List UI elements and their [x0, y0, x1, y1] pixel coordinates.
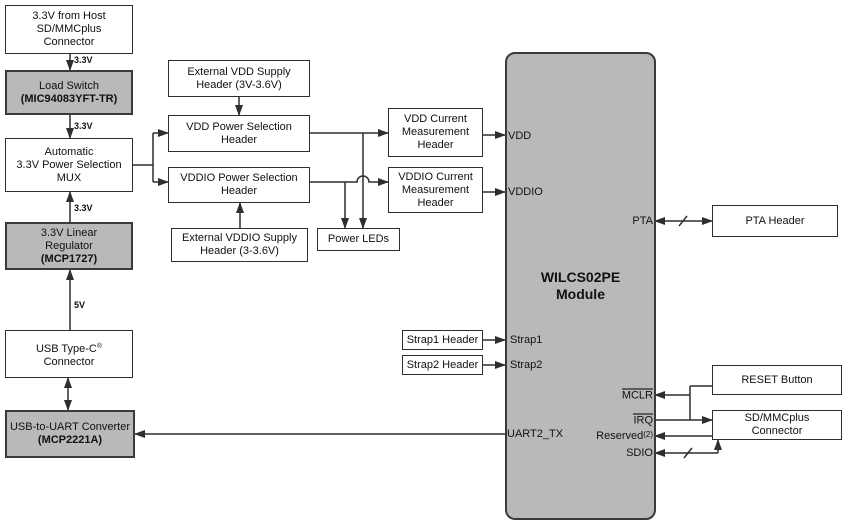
- pin-strap2: Strap2: [510, 359, 543, 371]
- box-label: USB Type-C®: [35, 342, 103, 355]
- box-label: VDDIO Power Selection Header: [180, 172, 298, 197]
- pin-mclr: MCLR: [621, 388, 653, 402]
- wire-label-3v3: 3.3V: [74, 121, 93, 131]
- part-number: (MIC94083YFT-TR): [20, 92, 118, 105]
- box-label: Connector: [43, 355, 95, 368]
- box-label: PTA Header: [745, 214, 805, 227]
- box-linear-regulator: 3.3V Linear Regulator (MCP1727): [5, 222, 133, 270]
- box-host-connector: 3.3V from Host SD/MMCplus Connector: [5, 5, 133, 54]
- box-strap1-header: Strap1 Header: [402, 330, 483, 350]
- box-reset-button: RESET Button: [712, 365, 842, 395]
- box-vddio-power-selection: VDDIO Power Selection Header: [168, 167, 310, 203]
- pin-sdio: SDIO: [626, 447, 653, 459]
- box-label: SD/MMCplus Connector: [744, 412, 810, 437]
- module-title: WILCS02PE Module: [540, 269, 621, 302]
- wire-vddio-rail: [310, 175, 389, 186]
- box-label: Power LEDs: [327, 233, 390, 245]
- box-ext-vddio-header: External VDDIO Supply Header (3-3.6V): [171, 228, 308, 262]
- box-label: VDD Power Selection Header: [186, 120, 292, 146]
- bus-slash-icon: [678, 215, 688, 227]
- bus-slash-icon: [683, 447, 693, 459]
- box-power-leds: Power LEDs: [317, 228, 400, 251]
- wilcs02pe-module: WILCS02PE Module: [505, 52, 656, 520]
- part-number: (MCP1727): [40, 252, 98, 265]
- pin-vddio: VDDIO: [508, 186, 543, 198]
- box-power-mux: Automatic 3.3V Power Selection MUX: [5, 138, 133, 192]
- box-usb-uart: USB-to-UART Converter (MCP2221A): [5, 410, 135, 458]
- box-strap2-header: Strap2 Header: [402, 355, 483, 375]
- box-vddio-current-measurement: VDDIO Current Measurement Header: [388, 167, 483, 213]
- pin-strap1: Strap1: [510, 334, 543, 346]
- pin-vdd: VDD: [508, 130, 532, 142]
- wire-label-5v: 5V: [74, 300, 86, 310]
- registered-mark: ®: [96, 342, 103, 350]
- box-label: External VDDIO Supply Header (3-3.6V): [182, 232, 297, 257]
- pin-uart2-tx: UART2_TX: [507, 428, 564, 440]
- wire-label-3v3: 3.3V: [74, 55, 93, 65]
- box-pta-header: PTA Header: [712, 205, 838, 237]
- box-label: 3.3V from Host SD/MMCplus Connector: [32, 10, 106, 48]
- box-usb-typec: USB Type-C® Connector: [5, 330, 133, 378]
- box-ext-vdd-header: External VDD Supply Header (3V-3.6V): [168, 60, 310, 97]
- box-label: 3.3V Linear Regulator: [40, 226, 98, 252]
- box-label: RESET Button: [741, 373, 813, 386]
- box-load-switch: Load Switch (MIC94083YFT-TR): [5, 70, 133, 115]
- wire-reset-junction: [689, 385, 712, 420]
- pin-irq: IRQ: [633, 413, 653, 427]
- box-vdd-current-measurement: VDD Current Measurement Header: [388, 108, 483, 157]
- pin-reserved: Reserved(2): [596, 430, 653, 442]
- wire-mux-split: [133, 133, 154, 182]
- pin-pta: PTA: [632, 215, 653, 227]
- box-sdmmc-connector: SD/MMCplus Connector: [712, 410, 842, 440]
- reserved-note: (2): [643, 430, 653, 439]
- box-label: Strap2 Header: [406, 358, 479, 371]
- box-label: External VDD Supply Header (3V-3.6V): [187, 65, 291, 91]
- box-label: USB-to-UART Converter: [9, 421, 131, 433]
- wire-label-3v3: 3.3V: [74, 203, 93, 213]
- part-number: (MCP2221A): [37, 434, 103, 446]
- box-label: Strap1 Header: [406, 333, 479, 346]
- box-label: Load Switch: [39, 79, 99, 92]
- box-vdd-power-selection: VDD Power Selection Header: [168, 115, 310, 152]
- box-label: VDD Current Measurement Header: [401, 113, 470, 151]
- box-label: VDDIO Current Measurement Header: [398, 170, 473, 209]
- box-label: Automatic 3.3V Power Selection MUX: [16, 145, 122, 184]
